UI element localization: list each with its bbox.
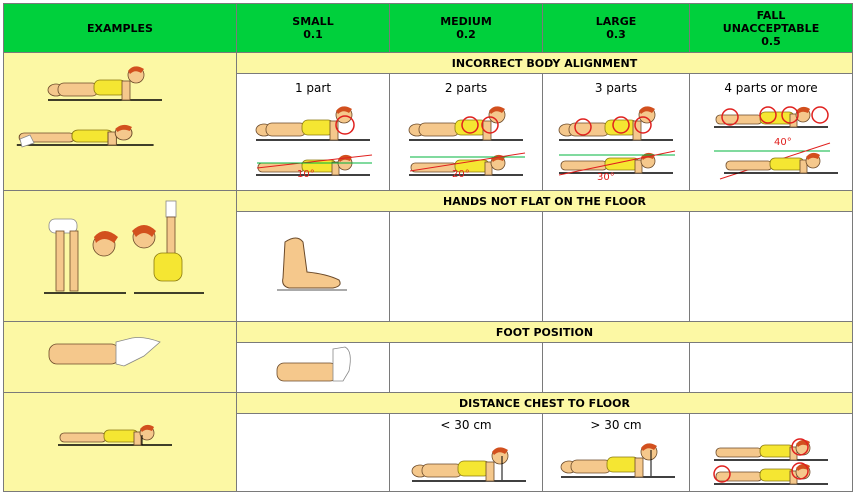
example-hands	[3, 190, 237, 322]
error-circle	[335, 115, 355, 135]
hands-example-illustration	[44, 200, 204, 294]
example-distance	[3, 392, 237, 492]
header-medium: MEDIUM 0.2	[389, 3, 543, 53]
distance-large: > 30 cm	[542, 413, 690, 492]
alignment-large-label: 3 parts	[594, 81, 638, 95]
distance-fall	[689, 413, 853, 492]
angle-label: 30°	[597, 172, 615, 183]
hands-small	[236, 211, 390, 322]
section-title-alignment: INCORRECT BODY ALIGNMENT	[236, 52, 853, 74]
section-title-distance: DISTANCE CHEST TO FLOOR	[236, 392, 853, 414]
hands-large	[542, 211, 690, 322]
foot-fall	[689, 342, 853, 393]
alignment-medium-label: 2 parts	[444, 81, 488, 95]
foot-medium	[389, 342, 543, 393]
header-row: EXAMPLES SMALL 0.1 MEDIUM 0.2 LARGE 0.3 …	[3, 3, 853, 53]
distance-medium: < 30 cm	[389, 413, 543, 492]
alignment-medium-illustration: 20°	[408, 105, 526, 180]
distance-fall-illustration	[713, 438, 829, 485]
foot-icon	[276, 346, 351, 382]
distance-medium-label: < 30 cm	[440, 418, 492, 432]
deduction-table: EXAMPLES SMALL 0.1 MEDIUM 0.2 LARGE 0.3 …	[3, 3, 853, 492]
distance-medium-illustration	[411, 446, 527, 482]
example-alignment	[3, 52, 237, 191]
header-examples: EXAMPLES	[3, 3, 237, 53]
hands-medium	[389, 211, 543, 322]
foot-large	[542, 342, 690, 393]
distance-example-illustration	[57, 424, 173, 446]
foot-small	[236, 342, 390, 393]
hand-icon	[277, 237, 347, 291]
distance-large-label: > 30 cm	[590, 418, 642, 432]
alignment-fall-label: 4 parts or more	[724, 81, 818, 95]
alignment-large: 3 parts 30°	[542, 73, 690, 191]
header-small: SMALL 0.1	[236, 3, 390, 53]
alignment-medium: 2 parts 20°	[389, 73, 543, 191]
section-title-hands: HANDS NOT FLAT ON THE FLOOR	[236, 189, 853, 213]
alignment-fall: 4 parts or more 40°	[689, 73, 853, 191]
alignment-small: 1 part 10°	[236, 73, 390, 191]
header-fall: FALL UNACCEPTABLE 0.5	[689, 3, 853, 53]
alignment-example-illustration	[15, 65, 163, 148]
angle-label: 20°	[452, 169, 470, 180]
angle-label: 40°	[774, 137, 792, 148]
angle-label: 10°	[297, 169, 315, 180]
foot-example-illustration	[48, 337, 161, 367]
section-title-foot: FOOT POSITION	[236, 320, 853, 344]
alignment-small-illustration: 10°	[255, 105, 373, 180]
alignment-fall-illustration: 40°	[713, 106, 839, 180]
hands-fall	[689, 211, 853, 322]
alignment-small-label: 1 part	[294, 81, 332, 95]
header-large: LARGE 0.3	[542, 3, 690, 53]
distance-small	[236, 413, 390, 492]
distance-large-illustration	[560, 442, 676, 478]
example-foot	[3, 321, 237, 393]
alignment-large-illustration: 30°	[558, 105, 676, 183]
